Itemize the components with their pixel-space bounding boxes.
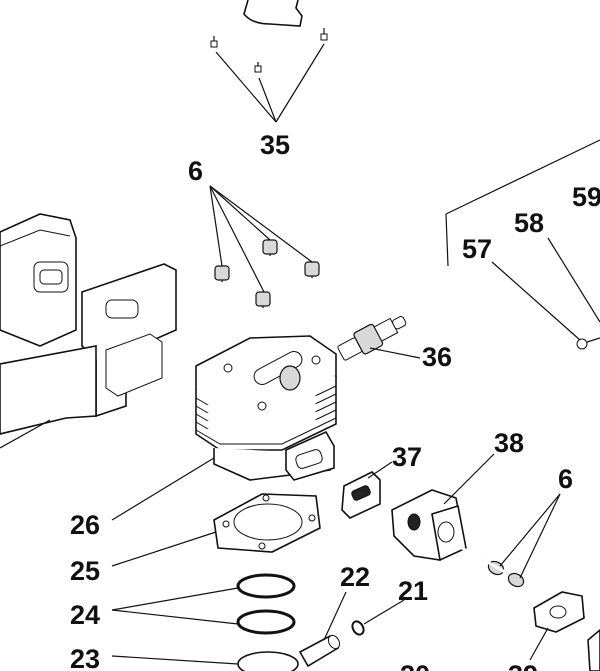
piston-ring-1 [236,573,296,599]
label-58: 58 [514,208,544,238]
leader-36 [369,347,421,359]
cylinder-bolt-2 [262,239,278,284]
label-38: 38 [494,428,524,458]
circlip-21 [351,620,365,636]
gasket-37 [341,471,381,519]
label-25: 25 [70,556,100,586]
manifold-bolt-2 [483,558,525,588]
intake-manifold-38 [391,489,467,562]
label-57: 57 [462,234,492,264]
leader-21 [363,599,405,625]
screw-57 [576,337,600,350]
leader-26 [111,457,215,521]
label-37: 37 [392,442,422,472]
leader-22 [323,591,347,641]
top-shroud-fragment [243,0,303,27]
muffler-assembly [0,213,177,449]
leader-25 [111,531,217,567]
piston-pin-22 [298,634,341,668]
leader-37 [367,461,393,479]
screw-35-a [210,36,218,48]
label-21: 21 [398,576,428,606]
label-22: 22 [340,562,370,592]
label-6-lower: 6 [558,464,573,494]
screw-35-c [320,28,328,41]
label-39: 39 [508,660,538,671]
cylinder [195,335,337,481]
leader-39 [529,627,549,661]
leader-6-bolts [209,185,313,293]
piston-23 [237,651,299,671]
screw-35-b [254,62,262,73]
leader-57-58 [491,237,600,341]
leader-38 [443,453,495,505]
right-bracket-lines [445,139,600,267]
leader-24 [111,587,239,625]
label-59: 59 [572,182,600,212]
spark-plug [337,316,407,361]
cylinder-bolt-4 [255,291,271,334]
cylinder-bolt-1 [214,265,230,312]
manifold-bolt-1 [461,546,505,576]
leader-35 [215,43,325,123]
leader-23 [111,655,239,665]
gasket-25 [213,493,321,553]
label-26: 26 [70,510,100,540]
label-6-bolts: 6 [188,156,203,186]
cylinder-bolt-3 [304,261,320,306]
label-20: 20 [400,660,430,671]
label-36: 36 [422,342,452,372]
gasket-39 [533,591,585,633]
label-23: 23 [70,644,100,671]
label-35: 35 [260,130,290,160]
gasket-right-edge [587,628,600,671]
piston-ring-2 [236,609,296,635]
label-24: 24 [70,600,100,630]
leader-6-lower [499,493,561,579]
